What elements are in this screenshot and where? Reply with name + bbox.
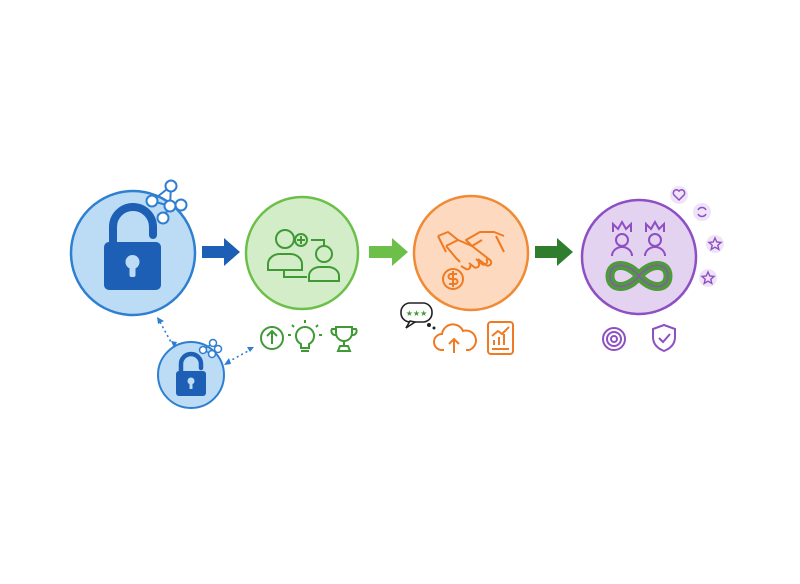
- heart-badge: [670, 186, 688, 204]
- crowned-users-icon: [611, 219, 666, 257]
- refresh-badge: [693, 203, 711, 221]
- spiral-icon: [602, 327, 626, 351]
- satellite-unlock: [157, 338, 225, 409]
- tablet-chart-icon: [487, 321, 514, 355]
- trophy-icon: [330, 326, 358, 352]
- small-network-nodes-icon: [198, 338, 223, 359]
- star-badge-2: [699, 269, 717, 287]
- stage-loyalty: [580, 186, 724, 353]
- arrow-connect-to-deal: [369, 238, 408, 266]
- star-badge-1: [706, 235, 724, 253]
- heart-icon: [672, 189, 686, 202]
- small-open-padlock-icon: [176, 351, 206, 396]
- stage-deal: ★★★: [400, 194, 530, 355]
- star-icon: [707, 236, 723, 251]
- cloud-upload-icon: [433, 323, 477, 353]
- network-nodes-icon: [145, 179, 188, 225]
- lightbulb-icon: [288, 320, 322, 352]
- dollar-coin-icon: [442, 268, 464, 290]
- shield-check-icon: [652, 323, 676, 353]
- upload-circle-icon: [260, 326, 284, 350]
- stage-connect: [244, 195, 360, 352]
- connector-arrowheads: [157, 317, 254, 365]
- dotted-connectors: [159, 321, 251, 363]
- star-icon: [700, 270, 716, 285]
- arrow-unlock-to-connect: [202, 238, 240, 266]
- arrow-deal-to-loyalty: [535, 238, 573, 266]
- infinity-icon: [605, 261, 673, 291]
- two-users-add-icon: [267, 229, 340, 282]
- handshake-icon: [437, 231, 505, 271]
- svg-text:★★★: ★★★: [406, 309, 428, 318]
- speech-bubble-stars-icon: ★★★: [400, 302, 436, 330]
- open-padlock-icon: [104, 203, 161, 290]
- refresh-icon: [697, 206, 707, 218]
- stage-unlock: [69, 179, 197, 317]
